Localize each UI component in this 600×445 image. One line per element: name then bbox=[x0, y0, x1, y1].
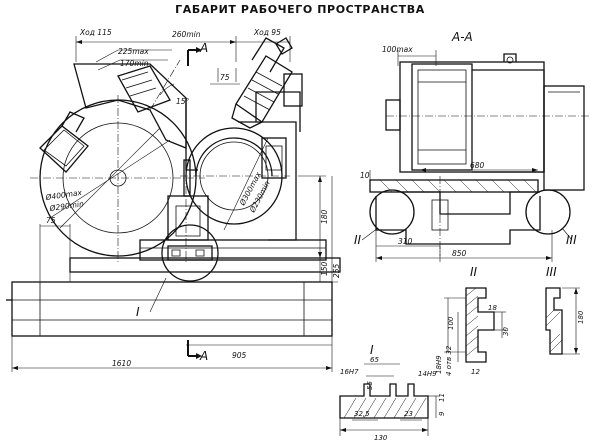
dim-I-130: 130 bbox=[374, 434, 388, 442]
dim-150: 150 bbox=[320, 261, 329, 276]
section-top-dimension bbox=[397, 50, 437, 66]
dim-III-180: 180 bbox=[577, 310, 585, 324]
main-view: Ход 115 260min Ход 95 225max 170min 75 А… bbox=[6, 28, 341, 372]
dim-260min: 260min bbox=[172, 30, 201, 39]
dim-75-top: 75 bbox=[220, 73, 230, 82]
section-cut-bottom bbox=[187, 340, 202, 359]
section-mark-bottom: А bbox=[199, 349, 208, 363]
detail-III-view: III bbox=[545, 265, 580, 355]
dim-225max: 225max bbox=[118, 47, 149, 56]
dim-75-bottom: 75 bbox=[46, 216, 56, 225]
detail-mark-II: II bbox=[354, 233, 362, 247]
drawing-title: ГАБАРИТ РАБОЧЕГО ПРОСТРАНСТВА bbox=[175, 3, 425, 16]
dim-680: 680 bbox=[470, 161, 485, 170]
dim-I-55: 55 bbox=[366, 381, 374, 390]
dresser-block bbox=[39, 111, 89, 173]
dim-10: 10 bbox=[360, 171, 370, 180]
main-right-dimensions bbox=[298, 175, 338, 283]
drive-motor bbox=[231, 37, 303, 129]
detail-title-II: II bbox=[470, 265, 478, 279]
detail-title-I: I bbox=[370, 343, 374, 357]
dim-II-12: 12 bbox=[471, 368, 480, 376]
dim-II-30: 30 bbox=[502, 327, 510, 336]
detail-II-view: II bbox=[444, 265, 506, 363]
dim-905: 905 bbox=[232, 351, 247, 360]
section-cut-top bbox=[187, 47, 202, 66]
dim-I-65: 65 bbox=[370, 356, 379, 364]
right-head-column bbox=[238, 91, 301, 241]
dim-I-11: 11 bbox=[438, 393, 446, 402]
dim-180-main: 180 bbox=[320, 209, 329, 224]
dim-255: 255 bbox=[332, 263, 341, 278]
dim-II-100: 100 bbox=[447, 316, 455, 330]
dim-850: 850 bbox=[452, 249, 467, 258]
dim-I-23: 23 bbox=[404, 410, 413, 418]
machine-bed bbox=[6, 281, 333, 337]
dim-stroke-115: Ход 115 bbox=[79, 28, 112, 37]
dim-100max: 100max bbox=[382, 45, 413, 54]
section-motor bbox=[385, 53, 590, 191]
detail-I-callout bbox=[149, 224, 219, 313]
dim-1610: 1610 bbox=[112, 359, 131, 368]
section-mark-top: А bbox=[199, 41, 208, 55]
dim-angle-15: 15° bbox=[176, 97, 190, 106]
section-table bbox=[369, 168, 541, 256]
main-top-dimensions bbox=[75, 36, 291, 85]
dim-II-18: 18 bbox=[488, 304, 497, 312]
dim-I-32-5: 32,5 bbox=[354, 410, 370, 418]
detail-title-III: III bbox=[546, 265, 557, 279]
dim-310: 310 bbox=[398, 237, 413, 246]
detail-I-view: I bbox=[339, 343, 440, 436]
main-bottom-dimensions bbox=[11, 224, 333, 372]
grinding-head-housing bbox=[73, 59, 198, 171]
detail-mark-III: III bbox=[566, 233, 577, 247]
section-AA-view: А-А 100max bbox=[354, 30, 590, 262]
dim-I-16H7: 16H7 bbox=[340, 368, 359, 376]
dim-stroke-95: Ход 95 bbox=[253, 28, 281, 37]
dim-d290min: Ø290min bbox=[48, 199, 85, 213]
detail-callouts-II-III bbox=[361, 189, 573, 241]
dim-II-18H9: 18H9 bbox=[435, 355, 443, 374]
dim-II-4otv32: 4 отв 32 bbox=[445, 345, 453, 376]
detail-mark-I-main: I bbox=[136, 305, 140, 319]
dim-I-14H9: 14H9 bbox=[418, 370, 437, 378]
section-bottom-dimensions bbox=[375, 230, 553, 262]
left-grinding-wheel bbox=[30, 95, 205, 262]
dim-I-9: 9 bbox=[438, 411, 446, 416]
section-AA-label: А-А bbox=[451, 30, 473, 44]
